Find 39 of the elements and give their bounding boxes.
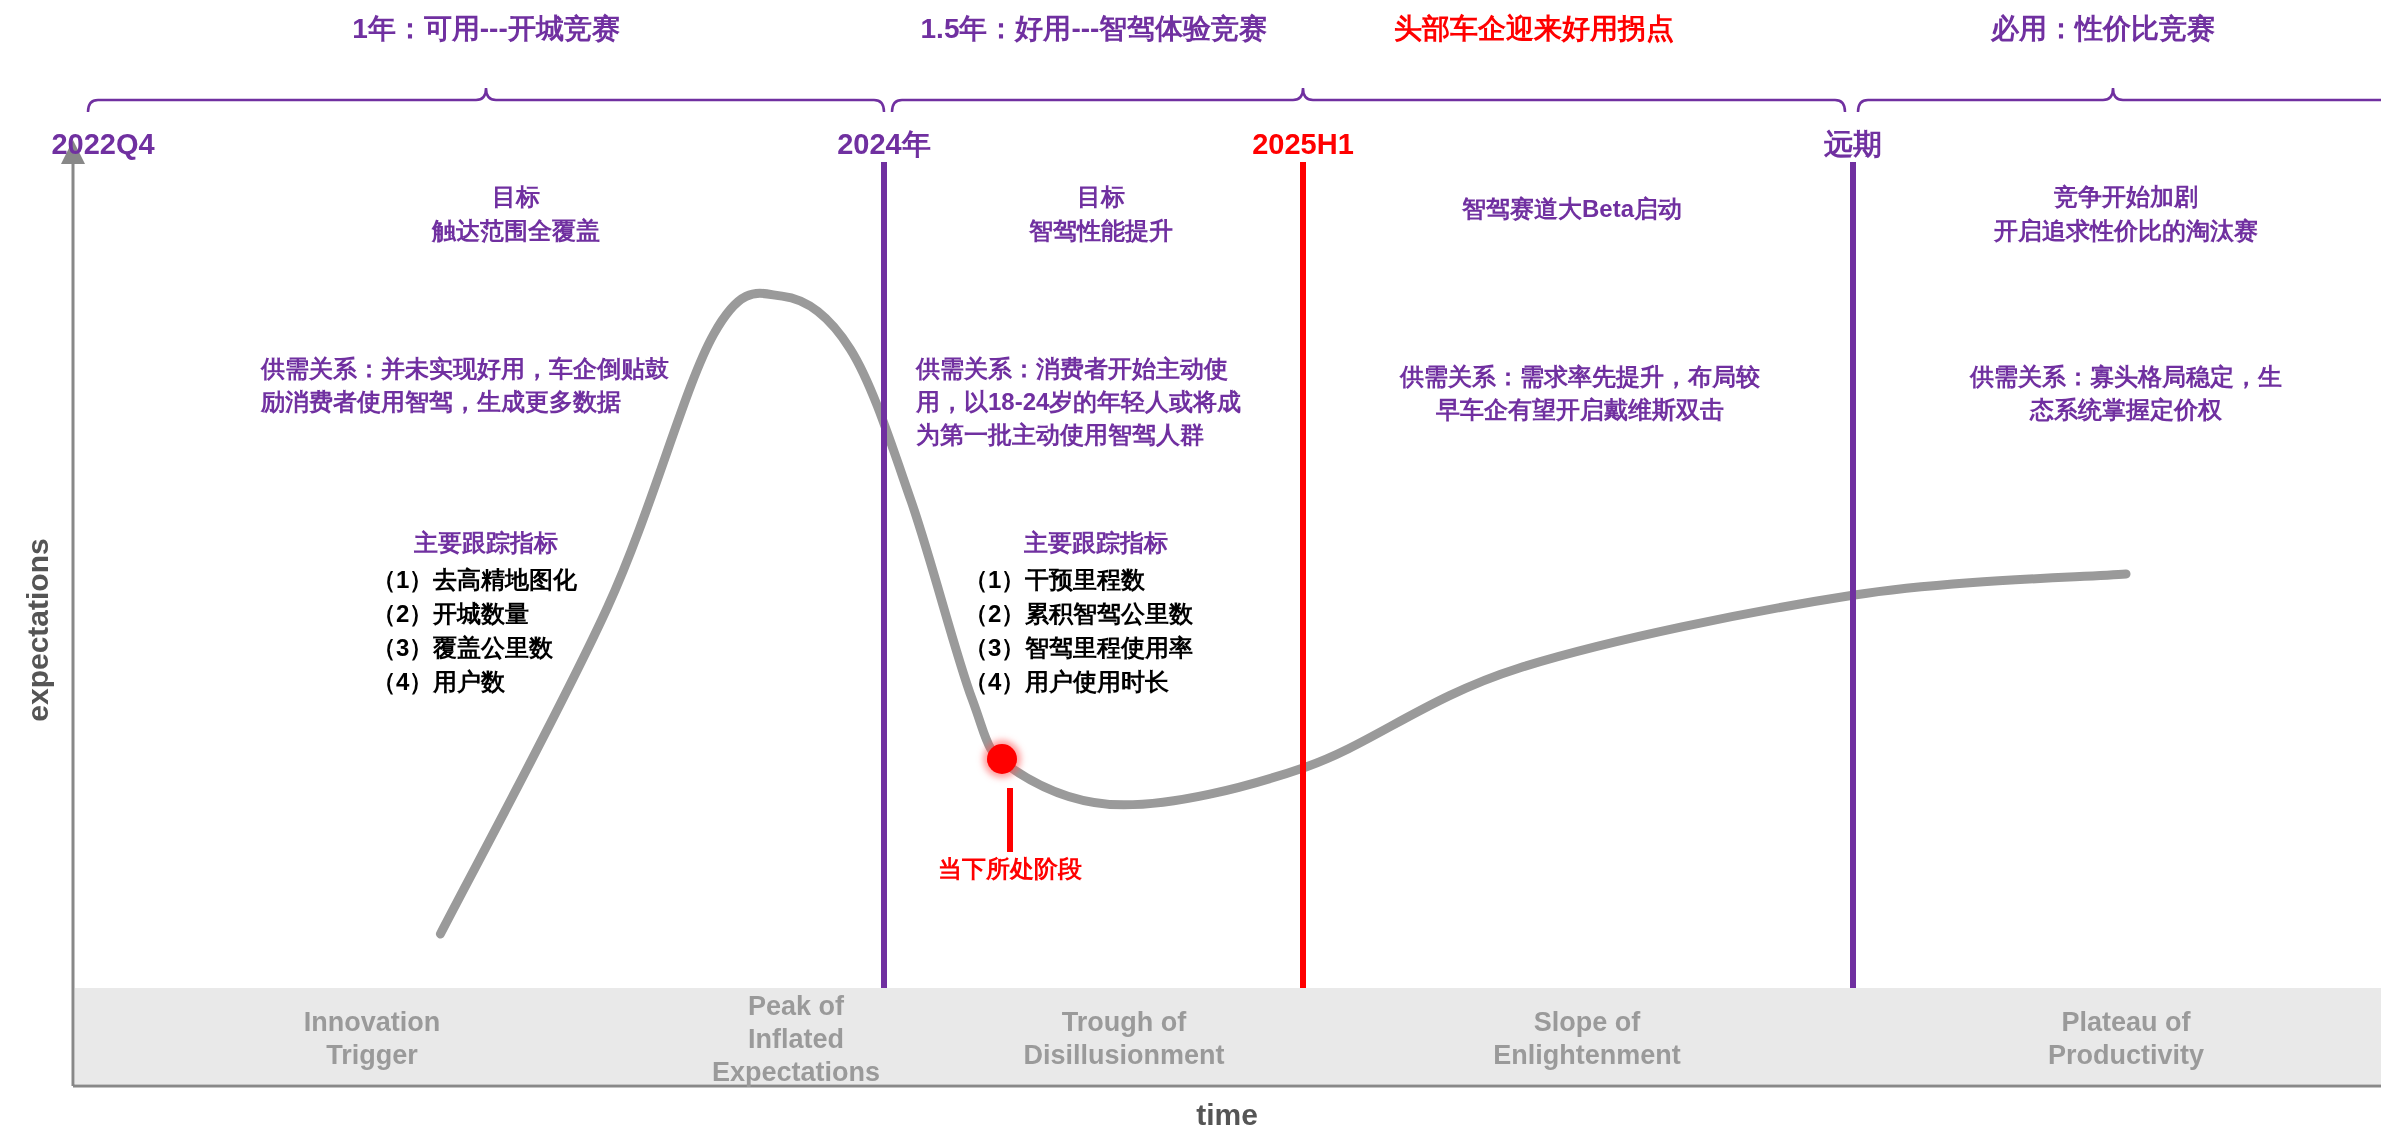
goal-text: 开启追求性价比的淘汰赛 bbox=[1993, 216, 2259, 246]
metrics-heading: 主要跟踪指标 bbox=[413, 528, 559, 558]
axis-title: time bbox=[1195, 1097, 1259, 1133]
timeline-label: 2022Q4 bbox=[50, 127, 156, 162]
supply-demand-note: 供需关系：并未实现好用，车企倒贴鼓励消费者使用智驾，生成更多数据 bbox=[261, 354, 670, 418]
goal-text: 目标 bbox=[491, 182, 541, 212]
supply-demand-note: 供需关系：需求率先提升，布局较早车企有望开启戴维斯双击 bbox=[1400, 362, 1760, 426]
metric-item: （1）去高精地图化 bbox=[372, 565, 579, 595]
goal-text: 触达范围全覆盖 bbox=[430, 216, 601, 246]
metric-item: （3）覆盖公里数 bbox=[372, 633, 555, 663]
metric-item: （1）干预里程数 bbox=[964, 565, 1147, 595]
phase-label: Plateau of Productivity bbox=[2047, 1006, 2205, 1072]
metric-item: （4）用户使用时长 bbox=[964, 667, 1171, 697]
goal-text: 智驾赛道大Beta启动 bbox=[1461, 194, 1683, 224]
position-dot bbox=[987, 744, 1017, 774]
phase-label: Peak of Inflated Expectations bbox=[710, 990, 882, 1089]
metric-item: （2）开城数量 bbox=[372, 599, 531, 629]
timeline-label: 远期 bbox=[1823, 127, 1883, 162]
goal-text: 目标 bbox=[1076, 182, 1126, 212]
goal-text: 智驾性能提升 bbox=[1028, 216, 1174, 246]
milestone-heading: 头部车企迎来好用拐点 bbox=[1393, 12, 1675, 46]
supply-demand-note: 供需关系：寡头格局稳定，生态系统掌握定价权 bbox=[1968, 362, 2283, 426]
metric-item: （4）用户数 bbox=[372, 667, 507, 697]
phase-label: Innovation Trigger bbox=[302, 1006, 442, 1072]
stage-heading: 1.5年：好用---智驾体验竞赛 bbox=[919, 12, 1269, 46]
timeline-label: 2024年 bbox=[836, 127, 932, 162]
supply-demand-note: 供需关系：消费者开始主动使用，以18-24岁的年轻人或将成为第一批主动使用智驾人群 bbox=[916, 354, 1243, 451]
metrics-heading: 主要跟踪指标 bbox=[1023, 528, 1169, 558]
leader-line bbox=[1007, 788, 1013, 852]
goal-text: 竞争开始加剧 bbox=[2053, 182, 2199, 212]
metric-item: （3）智驾里程使用率 bbox=[964, 633, 1195, 663]
stage-heading: 必用：性价比竞赛 bbox=[1990, 12, 2216, 46]
metric-item: （2）累积智驾公里数 bbox=[964, 599, 1195, 629]
axis-title: expectations bbox=[20, 538, 56, 722]
timeline-label: 2025H1 bbox=[1251, 127, 1355, 162]
current-stage-label: 当下所处阶段 bbox=[910, 852, 1110, 886]
phase-label: Trough of Disillusionment bbox=[1022, 1006, 1226, 1072]
stage-heading: 1年：可用---开城竞赛 bbox=[351, 12, 621, 46]
phase-label: Slope of Enlightenment bbox=[1492, 1006, 1682, 1072]
